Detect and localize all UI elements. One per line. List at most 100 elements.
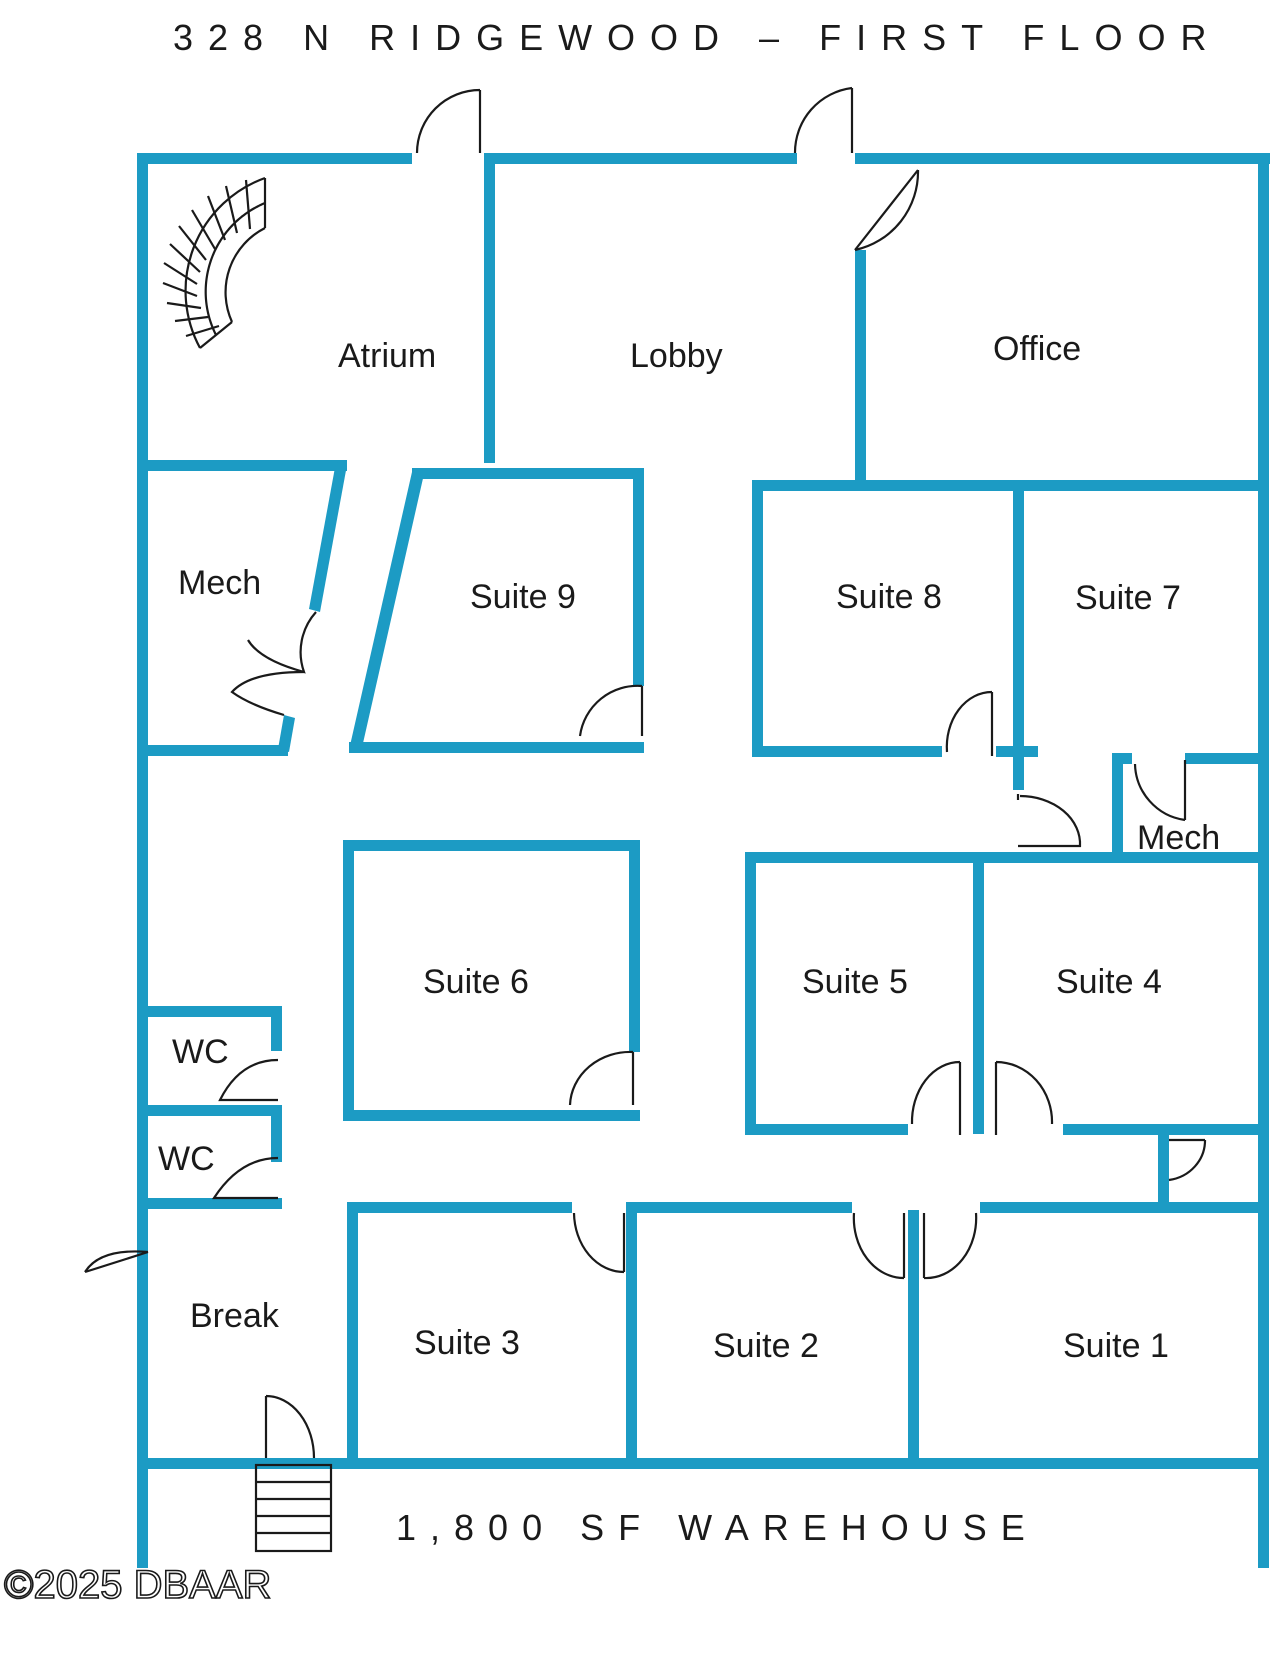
room-break: Break [190, 1297, 280, 1335]
wall-suite3-2 [626, 1202, 637, 1468]
stair-tread [224, 185, 239, 234]
copyright-watermark: ©2025 DBAAR [4, 1563, 271, 1607]
door-warehouse [264, 1394, 316, 1459]
spiral-stair-mid [204, 201, 266, 336]
door-wc2 [211, 1156, 279, 1200]
spiral-stair-end-bottom [199, 321, 233, 349]
wall-suite8-stub [996, 746, 1038, 757]
wall-suite5-4 [973, 852, 984, 1134]
wall-north-1 [137, 153, 412, 164]
plan-title: 328 N RIDGEWOOD – FIRST FLOOR [173, 17, 1221, 58]
wall-wc2-east [271, 1116, 282, 1162]
warehouse-label: 1,800 SF WAREHOUSE [396, 1507, 1039, 1548]
wall-closet-west [1158, 1124, 1169, 1208]
wall-suites-top-2 [626, 1202, 852, 1213]
room-suite5: Suite 5 [802, 963, 908, 1001]
spiral-stair-outer [184, 176, 266, 349]
wall-wc1-top [148, 1006, 282, 1017]
wall-north-3 [855, 153, 1270, 164]
wall-mech-east-west [1112, 753, 1123, 855]
wall-mech-west-diag-2 [278, 715, 295, 752]
door-mech-east [1133, 760, 1187, 822]
wall-atrium-bottom [137, 460, 347, 471]
wall-suite8-bottom [752, 746, 942, 757]
room-wc-lower: WC [158, 1140, 215, 1178]
door-atrium-entry [415, 88, 482, 154]
warehouse-stairs [254, 1463, 333, 1553]
doors [84, 86, 1207, 1459]
room-atrium: Atrium [338, 337, 436, 375]
room-suite8: Suite 8 [836, 578, 942, 616]
door-suite8 [945, 690, 994, 756]
wall-mech-west-bottom [148, 745, 288, 756]
wall-suite9-west [349, 472, 424, 752]
wall-suite8-7 [1013, 480, 1024, 790]
wall-suites-top-1 [347, 1202, 572, 1213]
walls [137, 153, 1270, 1568]
room-suite7: Suite 7 [1075, 579, 1181, 617]
door-wc1 [218, 1058, 279, 1102]
wall-suite6-top [343, 840, 640, 851]
stair-tread [166, 301, 202, 310]
wall-suite8-west [752, 480, 763, 757]
spiral-staircase [162, 176, 267, 349]
room-labels: Atrium Lobby Office Mech Suite 9 Suite 8… [158, 330, 1220, 1365]
wall-suite3-west [347, 1202, 358, 1468]
door-suite7 [1016, 794, 1082, 848]
door-suite2 [852, 1212, 906, 1280]
wall-wc1-bottom [148, 1105, 282, 1116]
door-mech-west-2 [230, 670, 305, 717]
room-suite1: Suite 1 [1063, 1327, 1169, 1365]
stair-tread [169, 243, 201, 273]
door-suite1 [922, 1212, 978, 1280]
wall-north-2 [484, 153, 797, 164]
wall-mech-east-top-1 [1112, 753, 1132, 764]
wall-suite9-east [633, 468, 644, 686]
door-suite9 [578, 684, 644, 737]
door-suite3 [572, 1212, 626, 1274]
stair-tread [206, 195, 227, 241]
wall-mech-east-top-2 [1185, 753, 1269, 764]
room-suite2: Suite 2 [713, 1327, 819, 1365]
room-suite6: Suite 6 [423, 963, 529, 1001]
room-mech-west: Mech [178, 564, 261, 602]
room-suite9: Suite 9 [470, 578, 576, 616]
wall-wc1-east [271, 1006, 282, 1051]
door-break-exterior [84, 1250, 149, 1274]
door-lobby-entry [793, 86, 854, 154]
warehouse-stair-frame [254, 1463, 333, 1553]
wall-wc2-bottom [148, 1198, 282, 1209]
wall-suite9-top [412, 468, 644, 479]
stair-tread [162, 281, 198, 298]
stair-tread [185, 324, 220, 338]
wall-west [137, 153, 148, 1568]
door-suite6 [568, 1050, 635, 1106]
stair-tread [191, 209, 216, 250]
room-lobby: Lobby [630, 337, 723, 375]
wall-warehouse [137, 1458, 1269, 1469]
wall-atrium-lobby [484, 153, 495, 463]
room-suite3: Suite 3 [414, 1324, 520, 1362]
room-office: Office [993, 330, 1081, 368]
wall-suite6-east [629, 840, 640, 1052]
wall-suite5-bottom [745, 1124, 908, 1135]
stair-tread [174, 315, 209, 323]
wall-suite5-top [745, 852, 1269, 863]
door-suite5 [910, 1060, 962, 1135]
stair-tread [244, 179, 252, 230]
wall-suite6-bottom [343, 1110, 640, 1121]
stair-tread [178, 225, 207, 261]
wall-suites-top-3 [980, 1202, 1269, 1213]
door-office [854, 169, 920, 252]
wall-lobby-office [855, 250, 866, 485]
room-suite4: Suite 4 [1056, 963, 1162, 1001]
room-mech-east: Mech [1137, 819, 1220, 857]
door-mech-west-1 [247, 611, 317, 674]
wall-suite9-bottom [349, 742, 644, 753]
door-closet [1168, 1138, 1207, 1182]
room-wc-upper: WC [172, 1033, 229, 1071]
wall-mech-west-diag [309, 462, 347, 612]
spiral-stair-inner [224, 227, 266, 323]
door-suite4 [994, 1060, 1054, 1135]
